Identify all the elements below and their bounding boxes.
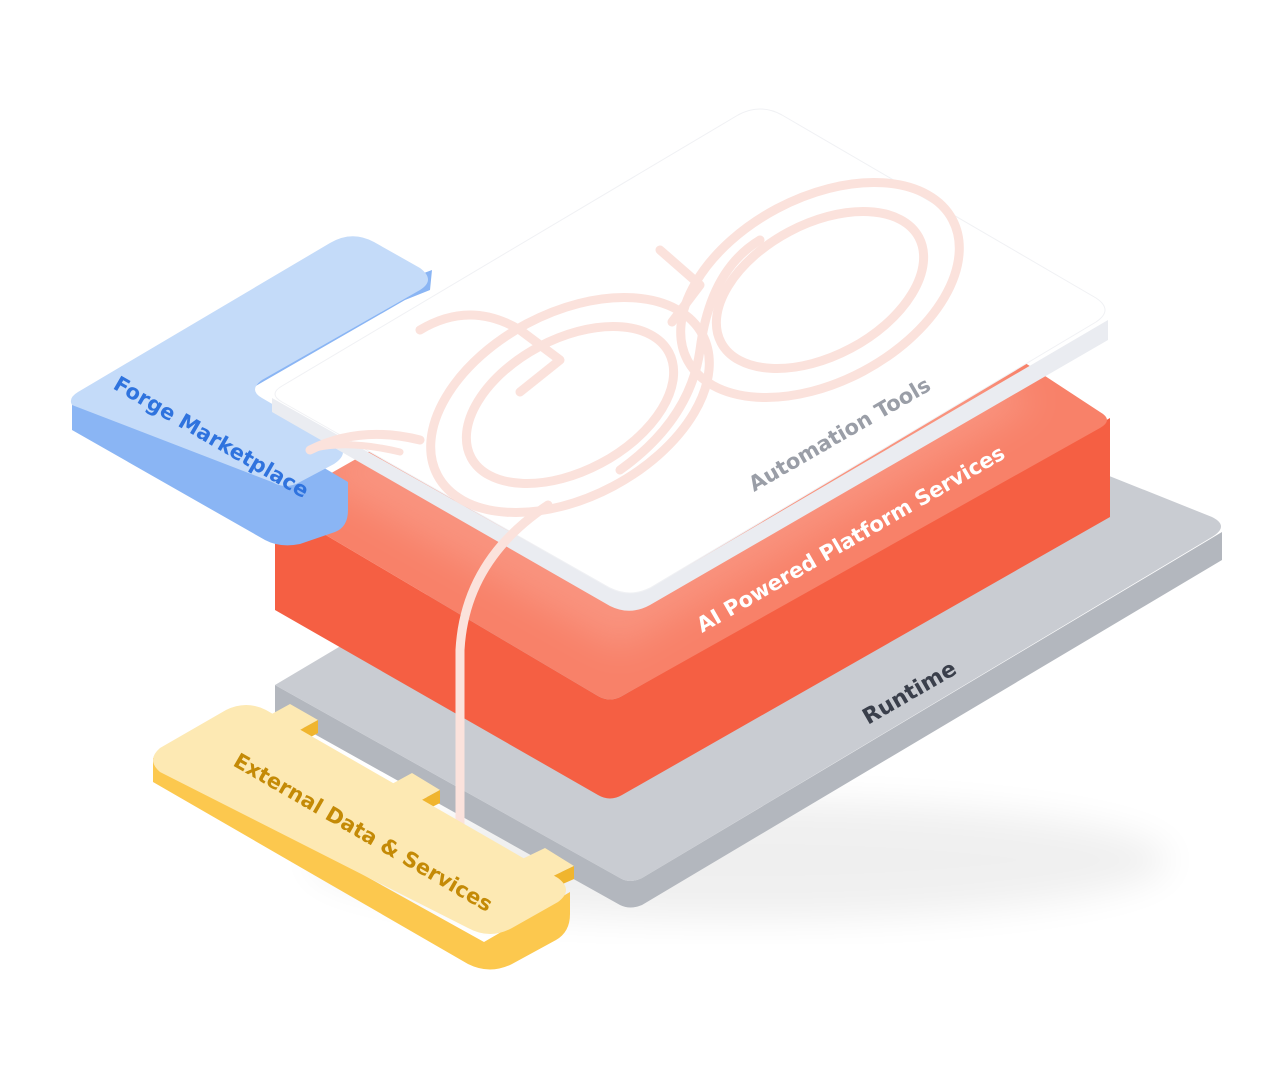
forge-marketplace-side	[72, 270, 432, 546]
connector-line-left	[311, 441, 404, 456]
ai-services-layer-side	[275, 418, 1110, 799]
runtime-layer-side	[275, 532, 1222, 908]
connector-line	[455, 500, 553, 873]
forge-marketplace-top	[70, 236, 428, 486]
external-data-top	[153, 705, 566, 934]
external-data-side	[153, 758, 570, 970]
